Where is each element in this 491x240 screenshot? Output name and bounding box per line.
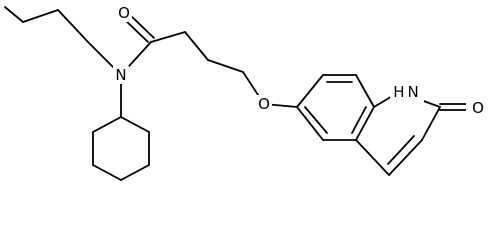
bond-beta-gamma xyxy=(207,59,244,73)
bond-ar-3 xyxy=(355,74,375,108)
ring-nitrogen-label: H N xyxy=(393,83,419,101)
bond-butyl-3 xyxy=(57,9,89,43)
amide-nitrogen-label: N xyxy=(115,66,126,84)
bond-butyl-1 xyxy=(4,6,24,23)
structure-diagram: O N O H N O xyxy=(4,4,484,182)
bond-ar-6 xyxy=(296,106,324,141)
bond-c4-c4a xyxy=(355,139,390,176)
bond-ar-4 xyxy=(355,106,375,141)
bond-ar-1 xyxy=(296,74,324,108)
bond-butyl-2 xyxy=(22,9,59,23)
cyclohexyl-ring xyxy=(92,115,150,182)
bond-c3-c4 xyxy=(388,139,423,176)
bond-carbonyl-o-b xyxy=(128,13,155,39)
bond-c2-c3 xyxy=(421,106,441,141)
bond-c3-c4-inner xyxy=(387,135,415,165)
bond-ar-inner-2 xyxy=(351,106,367,134)
lactam-oxygen-label: O xyxy=(472,99,484,117)
bond-ar-inner-3 xyxy=(304,106,328,134)
molecule-svg: O N O H N O xyxy=(4,4,484,182)
ether-oxygen-label: O xyxy=(258,95,270,113)
carbonyl-oxygen-label: O xyxy=(118,4,130,22)
atom-labels: O N O H N O xyxy=(113,4,484,117)
bond-carbonyl-alpha xyxy=(150,31,186,43)
bond-alpha-beta xyxy=(184,31,209,61)
